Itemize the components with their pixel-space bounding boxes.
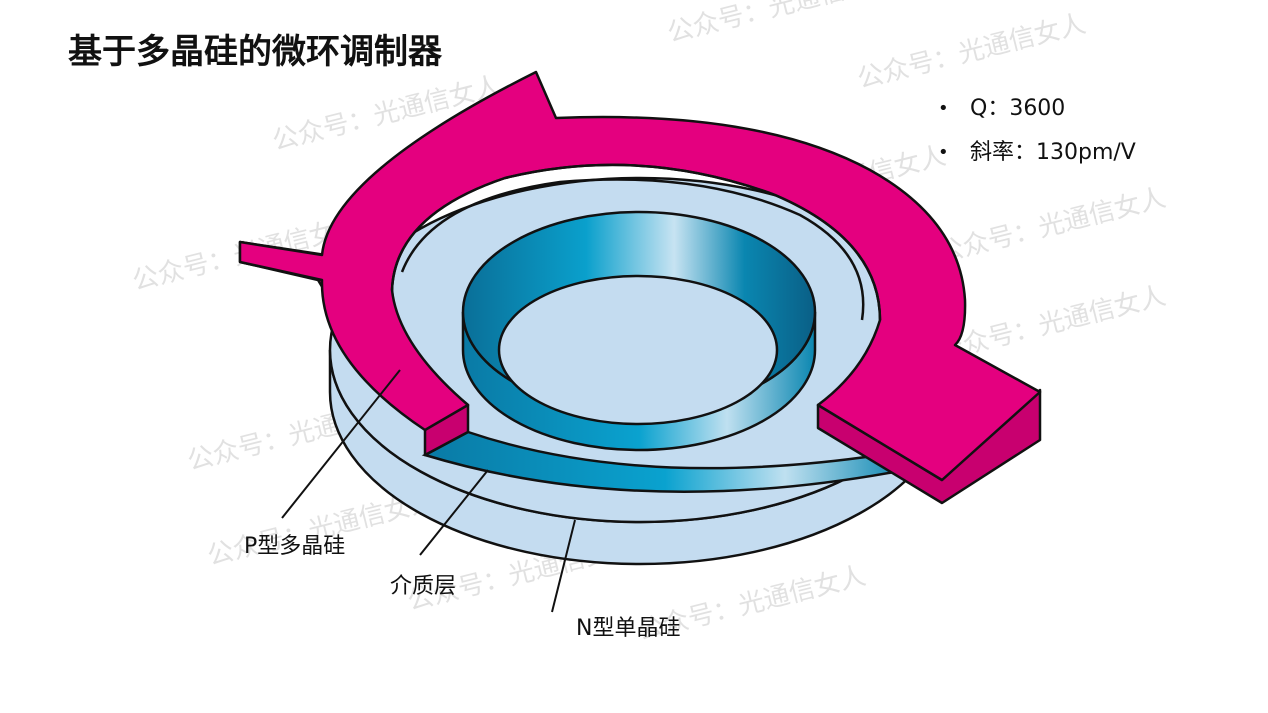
page-title: 基于多晶硅的微环调制器 <box>68 32 442 72</box>
p-poly-inner-edge <box>390 163 882 321</box>
leader-lines <box>281 369 576 613</box>
p-type-polysilicon-layer <box>238 70 1042 505</box>
dielectric-layer <box>461 210 817 452</box>
leader-line-n-si <box>551 519 576 613</box>
watermark-text: 公众号：光通信女人 <box>854 9 1088 95</box>
leader-line-p-poly <box>281 369 401 519</box>
watermark-text: 公众号：光通信女人 <box>934 183 1168 269</box>
spec-quality-factor: Q：3600 <box>936 94 1136 138</box>
ring-inner-hole <box>497 274 779 426</box>
spec-list: Q：3600 斜率：130pm/V <box>936 94 1136 182</box>
watermark-text: 公众号：光通信女人 <box>664 0 898 49</box>
leader-line-dielectric <box>419 469 489 556</box>
spec-slope: 斜率：130pm/V <box>936 138 1136 182</box>
label-p-type-polysilicon: P型多晶硅 <box>244 534 346 559</box>
p-poly-inner-edge-2 <box>400 178 865 321</box>
label-dielectric-layer: 介质层 <box>390 574 457 599</box>
label-n-type-silicon: N型单晶硅 <box>576 616 681 641</box>
